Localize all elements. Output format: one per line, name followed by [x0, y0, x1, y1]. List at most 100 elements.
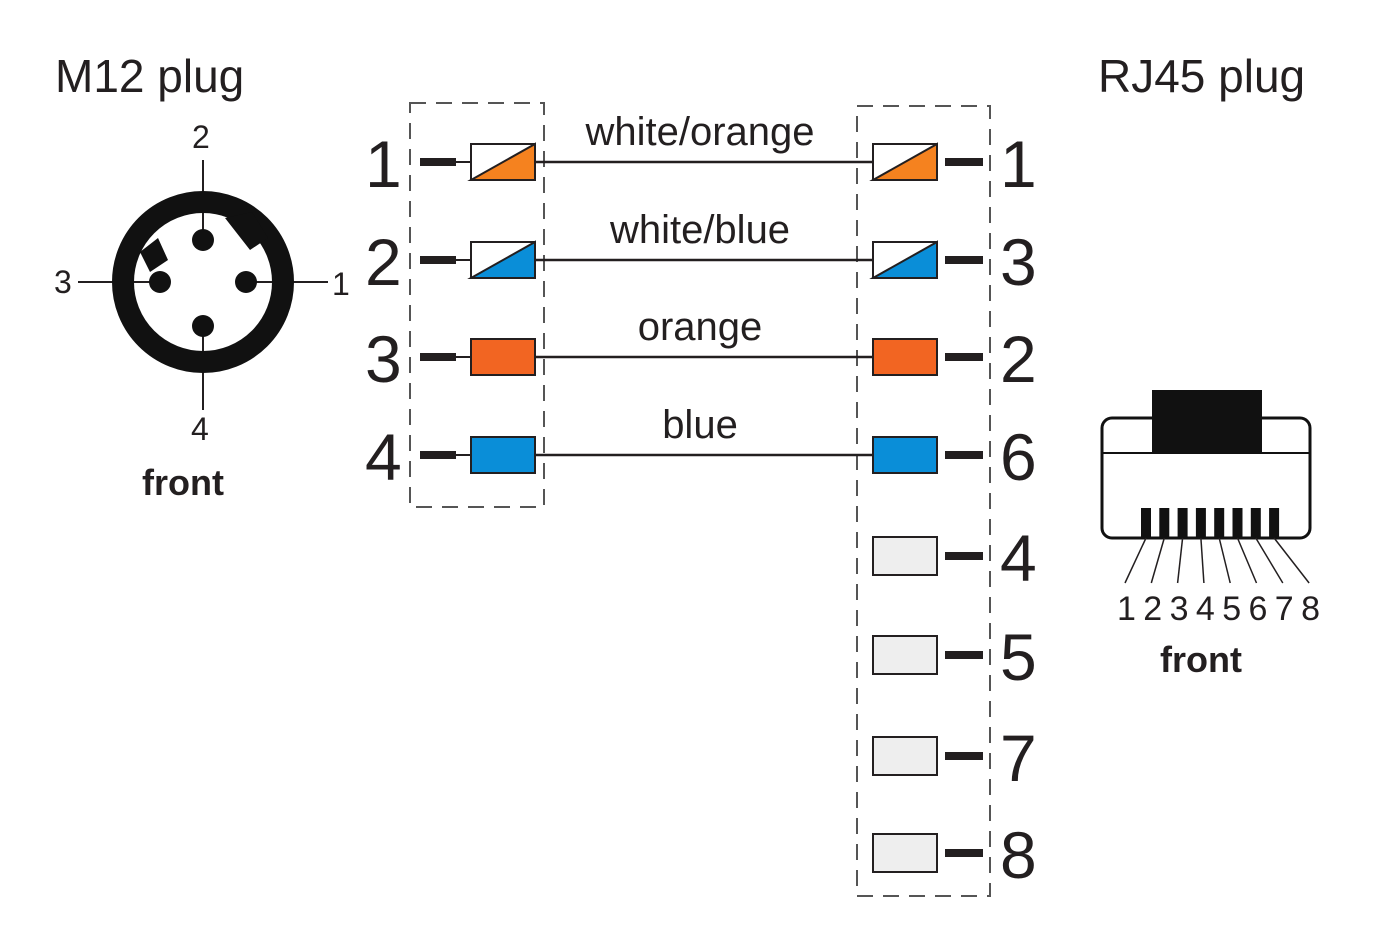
m12-pin-number: 4	[365, 420, 402, 494]
rj45-pin-number: 4	[1000, 521, 1037, 595]
m12-pin-number: 2	[365, 225, 402, 299]
rj45-pin-stub	[945, 451, 983, 459]
m12-terminal-blue	[470, 436, 536, 474]
rj45-contact-leader	[1124, 537, 1147, 584]
rj45-terminal-orange	[872, 338, 938, 376]
unused-terminal-box	[872, 833, 938, 873]
terminal-box	[872, 338, 938, 376]
m12-pin-number: 3	[365, 322, 402, 396]
wires-layer: 1 white/orange 1 2 white/blue 3 3 orange 2 4 blue 6	[365, 110, 1037, 494]
rj45-contact	[1250, 508, 1261, 538]
rj45-contact-number: 3	[1170, 590, 1189, 628]
wire-color-label: blue	[662, 403, 738, 447]
rj45-latch	[1152, 390, 1262, 453]
m12-pin-stub	[420, 158, 456, 166]
rj45-contact-number: 6	[1249, 590, 1268, 628]
rj45-contact-leader	[1150, 537, 1166, 584]
rj45-contact-leader	[1255, 537, 1284, 584]
m12-pin-stub	[420, 353, 456, 361]
terminal-stripe	[869, 240, 938, 279]
rj45-contact-number: 4	[1196, 590, 1215, 628]
m12-title: M12 plug	[55, 50, 244, 102]
m12-outer-ring	[112, 191, 294, 373]
rj45-contact-leader	[1218, 537, 1231, 584]
wire-row: 3 orange 2	[365, 305, 1037, 396]
m12-pin-number: 1	[365, 127, 402, 201]
rj45-pin-stub	[945, 552, 983, 560]
rj45-pin-stub	[945, 256, 983, 264]
m12-connector-face: 2 3 1 4 front	[54, 119, 350, 503]
rj45-contact-number: 7	[1275, 590, 1294, 628]
rj45-pin-number: 2	[1000, 322, 1037, 396]
rj45-title: RJ45 plug	[1098, 50, 1305, 102]
rj45-contact-number: 5	[1222, 590, 1241, 628]
rj45-contact	[1232, 508, 1243, 538]
unused-pins-layer: 4 5 7 8	[872, 521, 1037, 892]
rj45-pin-stub	[945, 158, 983, 166]
m12-label-pin2: 2	[192, 119, 210, 155]
m12-pin-group-box	[409, 102, 545, 508]
rj45-contact-number: 1	[1117, 590, 1136, 628]
rj45-contact	[1214, 508, 1225, 538]
unused-pin-row: 5	[872, 620, 1037, 694]
rj45-contact	[1159, 508, 1170, 538]
unused-pin-row: 4	[872, 521, 1037, 595]
wire-color-label: orange	[638, 305, 763, 349]
rj45-contact-number: 8	[1301, 590, 1320, 628]
unused-pin-row: 7	[872, 721, 1037, 795]
terminal-box	[470, 436, 536, 474]
m12-pin-stub	[420, 451, 456, 459]
rj45-contact-leader	[1236, 537, 1258, 584]
terminal-stripe	[869, 142, 938, 181]
wire-color-label: white/blue	[609, 208, 790, 252]
m12-terminal-white-orange	[467, 142, 536, 181]
rj45-contact-leader	[1200, 537, 1205, 584]
wire-row: 4 blue 6	[365, 403, 1037, 494]
rj45-contact-leader	[1273, 537, 1310, 584]
terminal-box	[872, 436, 938, 474]
rj45-terminal-blue	[872, 436, 938, 474]
rj45-contact	[1141, 508, 1151, 538]
rj45-pin-number: 5	[1000, 620, 1037, 694]
m12-pin-1	[235, 271, 257, 293]
m12-pin-4	[192, 315, 214, 337]
m12-pin-3	[149, 271, 171, 293]
rj45-terminal-white-blue	[869, 240, 938, 279]
unused-terminal-box	[872, 536, 938, 576]
m12-pin-stub	[420, 256, 456, 264]
rj45-front-label: front	[1160, 639, 1242, 680]
rj45-contact-leader	[1176, 537, 1184, 584]
rj45-contact	[1177, 508, 1188, 538]
rj45-pin-stub	[945, 651, 983, 659]
rj45-terminal-white-orange	[869, 142, 938, 181]
rj45-contact-number: 2	[1143, 590, 1162, 628]
m12-terminal-orange	[470, 338, 536, 376]
m12-pin-2	[192, 229, 214, 251]
terminal-box	[470, 338, 536, 376]
wire-row: 1 white/orange 1	[365, 110, 1037, 201]
wire-color-label: white/orange	[584, 110, 814, 154]
rj45-pin-number: 6	[1000, 420, 1037, 494]
rj45-contact	[1269, 508, 1280, 538]
unused-terminal-box	[872, 635, 938, 675]
m12-key-right	[225, 212, 268, 250]
rj45-pin-number: 8	[1000, 818, 1037, 892]
unused-pin-row: 8	[872, 818, 1037, 892]
wire-row: 2 white/blue 3	[365, 208, 1037, 299]
rj45-pin-stub	[945, 752, 983, 760]
rj45-pin-stub	[945, 353, 983, 361]
rj45-pin-number: 7	[1000, 721, 1037, 795]
rj45-pin-stub	[945, 849, 983, 857]
m12-label-pin1: 1	[332, 266, 350, 302]
m12-front-label: front	[142, 462, 224, 503]
rj45-contact	[1195, 508, 1206, 538]
rj45-pin-number: 1	[1000, 127, 1037, 201]
unused-terminal-box	[872, 736, 938, 776]
rj45-pin-group-box	[856, 105, 991, 897]
rj45-pin-number: 3	[1000, 225, 1037, 299]
m12-terminal-white-blue	[467, 240, 536, 279]
m12-label-pin4: 4	[191, 411, 209, 447]
